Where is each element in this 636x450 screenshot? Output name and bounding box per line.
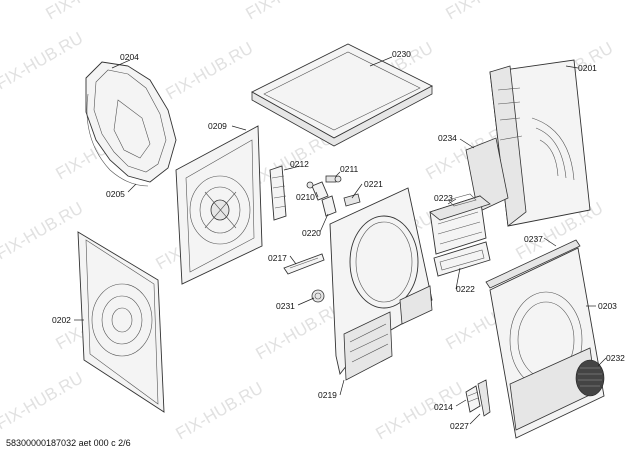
part-0210-sensor bbox=[306, 181, 329, 201]
label-0231: 0231 bbox=[276, 301, 295, 311]
label-0212: 0212 bbox=[290, 159, 309, 169]
label-0203: 0203 bbox=[598, 301, 617, 311]
label-0220: 0220 bbox=[302, 228, 321, 238]
label-0211: 0211 bbox=[340, 164, 359, 174]
label-0202: 0202 bbox=[52, 315, 71, 325]
watermark: FIX-HUB.RU bbox=[0, 28, 86, 93]
label-0217: 0217 bbox=[268, 253, 287, 263]
part-0202-side-panel bbox=[77, 231, 165, 413]
part-0203-front-panel bbox=[489, 247, 605, 439]
part-0201-side-panel bbox=[489, 59, 591, 227]
watermark: FIX-HUB.RU bbox=[243, 0, 337, 23]
watermark: FIX-HUB.RU bbox=[163, 38, 257, 103]
label-0205: 0205 bbox=[106, 189, 125, 199]
part-0231-knob bbox=[311, 289, 325, 303]
label-0232: 0232 bbox=[606, 353, 625, 363]
drawing-footer-code: 58300000187032 aet 000 c 2/6 bbox=[6, 438, 131, 448]
label-0227: 0227 bbox=[450, 421, 469, 431]
label-0219: 0219 bbox=[318, 390, 337, 400]
label-0234: 0234 bbox=[438, 133, 457, 143]
part-0217-strip bbox=[283, 253, 325, 275]
label-0210: 0210 bbox=[296, 192, 315, 202]
watermark: FIX-HUB.RU bbox=[0, 368, 86, 433]
part-0205-seal bbox=[86, 93, 149, 187]
label-0237: 0237 bbox=[524, 234, 543, 244]
label-0223: 0223 bbox=[434, 193, 453, 203]
part-0220-thermostat bbox=[321, 195, 337, 217]
label-0222: 0222 bbox=[456, 284, 475, 294]
part-0219-front-shield bbox=[329, 187, 433, 381]
leader-lines bbox=[74, 56, 607, 425]
part-0221-clip bbox=[343, 193, 361, 207]
part-0232-grille bbox=[575, 359, 605, 397]
part-0211-screw bbox=[325, 175, 342, 183]
part-0230-top-cover bbox=[251, 43, 433, 147]
part-0212-bracket bbox=[269, 165, 287, 221]
part-0223-fluff-filter bbox=[429, 193, 491, 255]
label-0221: 0221 bbox=[364, 179, 383, 189]
part-0214-latch bbox=[465, 385, 481, 413]
watermark: FIX-HUB.RU bbox=[43, 0, 137, 23]
part-0204-gasket bbox=[85, 61, 177, 183]
watermark: FIX-HUB.RU bbox=[443, 0, 537, 23]
part-0227-lever bbox=[477, 379, 491, 417]
part-0237-top-strip bbox=[485, 239, 581, 289]
watermark: FIX-HUB.RU bbox=[0, 198, 86, 263]
part-labels: 0204 0205 0209 0230 0201 0234 0212 0211 … bbox=[52, 49, 625, 431]
watermark: FIX-HUB.RU bbox=[173, 378, 267, 443]
part-0222-gasket bbox=[433, 241, 491, 277]
part-0234-filter-pad bbox=[465, 137, 509, 213]
watermark: FIX-HUB.RU bbox=[253, 298, 347, 363]
label-0214: 0214 bbox=[434, 402, 453, 412]
label-0204: 0204 bbox=[120, 52, 139, 62]
label-0230: 0230 bbox=[392, 49, 411, 59]
part-0209-rear-panel bbox=[175, 125, 263, 285]
label-0209: 0209 bbox=[208, 121, 227, 131]
label-0201: 0201 bbox=[578, 63, 597, 73]
